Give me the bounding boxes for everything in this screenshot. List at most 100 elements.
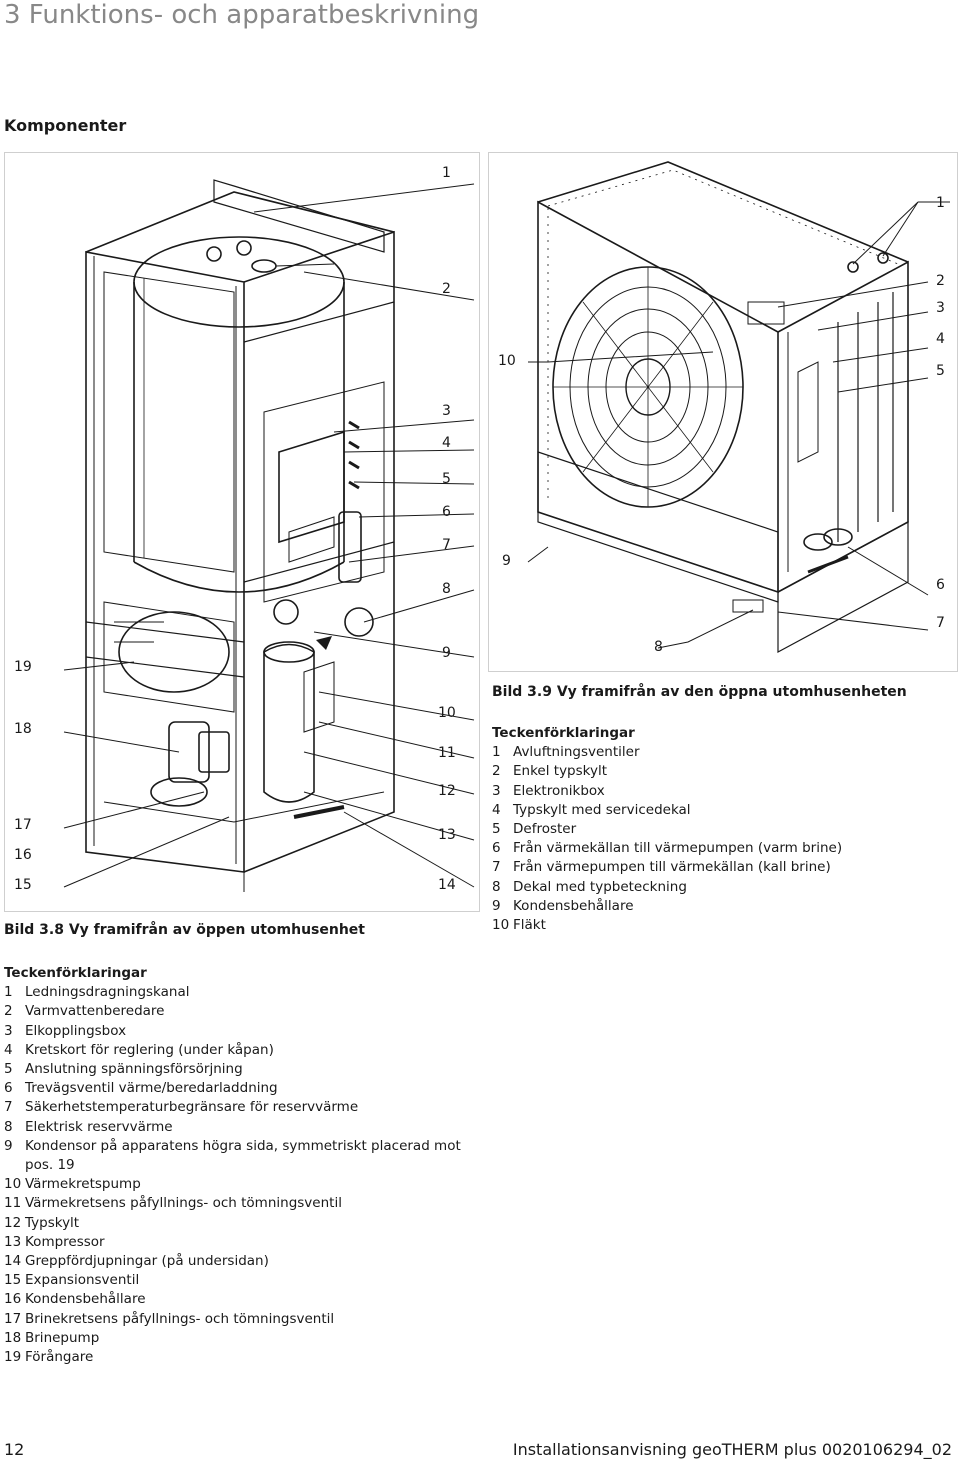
legend-number: 18 [4, 1329, 22, 1346]
legend-text: Trevägsventil värme/beredarladdning [25, 1080, 278, 1097]
callout-12: 12 [438, 783, 456, 799]
legend-text: Defroster [513, 821, 577, 838]
legend-text: Dekal med typbeteckning [513, 878, 687, 895]
legend-text: Kondensbehållare [513, 897, 634, 914]
legend-text: Förångare [25, 1349, 94, 1366]
legend-text: Enkel typskylt [513, 763, 608, 780]
legend-list: 1 Ledningsdragningskanal 2 Varmvattenbereda… [4, 983, 474, 1367]
figure-3-8-legend: Teckenförklaringar 1 Ledningsdragningskan… [4, 964, 474, 1367]
legend-number: 3 [492, 782, 501, 799]
legend-text: Elkopplingsbox [25, 1022, 127, 1039]
fig2-callout-5: 5 [936, 363, 945, 379]
callout-5: 5 [442, 471, 451, 487]
legend-item: 3 Elkopplingsbox [4, 1022, 474, 1041]
legend-number: 15 [4, 1272, 22, 1289]
callout-4: 4 [442, 435, 451, 451]
legend-text: Brinepump [25, 1329, 100, 1346]
legend-number: 7 [4, 1099, 13, 1116]
legend-text: Typskylt med servicedekal [513, 801, 691, 818]
callout-6: 6 [442, 504, 451, 520]
legend-item: 7 Säkerhetstemperaturbegränsare för reser… [4, 1098, 474, 1117]
legend-text: Anslutning spänningsförsörjning [25, 1061, 243, 1078]
legend-number: 7 [492, 859, 501, 876]
callout-2: 2 [442, 281, 451, 297]
callout-19: 19 [14, 659, 32, 675]
callout-18: 18 [14, 721, 32, 737]
figure-3-9-caption: Bild 3.9 Vy framifrån av den öppna utomh… [492, 684, 907, 700]
legend-number: 2 [4, 1003, 13, 1020]
legend-text: Kondensbehållare [25, 1291, 146, 1308]
legend-text: Elektronikbox [513, 782, 605, 799]
legend-number: 11 [4, 1195, 22, 1212]
legend-text: Kondensor på apparatens högra sida, symm… [25, 1137, 461, 1174]
legend-text: Kompressor [25, 1233, 105, 1250]
fig2-callout-8: 8 [654, 639, 663, 655]
legend-item: 4 Typskylt med servicedekal [492, 801, 952, 820]
page-heading: 3 Funktions- och apparatbeskrivning [4, 0, 480, 30]
figure-3-9: 1 2 3 4 5 6 7 8 9 10 [488, 152, 958, 672]
legend-text: Typskylt [25, 1214, 80, 1231]
figure-3-9-drawing [488, 152, 958, 672]
legend-number: 2 [492, 763, 501, 780]
legend-number: 5 [492, 821, 501, 838]
fig2-callout-3: 3 [936, 300, 945, 316]
legend-number: 6 [4, 1080, 13, 1097]
legend-item: 2 Enkel typskylt [492, 762, 952, 781]
callout-3: 3 [442, 403, 451, 419]
legend-number: 8 [492, 878, 501, 895]
legend-number: 4 [492, 801, 501, 818]
legend-number: 19 [4, 1349, 22, 1366]
legend-number: 10 [492, 917, 510, 934]
fig2-callout-10: 10 [498, 353, 516, 369]
legend-item: 4 Kretskort för reglering (under kåpan) [4, 1041, 474, 1060]
legend-text: Kretskort för reglering (under kåpan) [25, 1041, 274, 1058]
legend-number: 6 [492, 840, 501, 857]
legend-item: 2 Varmvattenberedare [4, 1002, 474, 1021]
fig2-callout-6: 6 [936, 577, 945, 593]
legend-text: Expansionsventil [25, 1272, 140, 1289]
fig2-callout-4: 4 [936, 331, 945, 347]
legend-item: 7 Från värmepumpen till värmekällan (kall… [492, 858, 952, 877]
callout-11: 11 [438, 745, 456, 761]
legend-text: Varmvattenberedare [25, 1003, 165, 1020]
callout-1: 1 [442, 165, 451, 181]
legend-number: 3 [4, 1022, 13, 1039]
figure-3-8-caption: Bild 3.8 Vy framifrån av öppen utomhusen… [4, 922, 365, 938]
legend-number: 9 [4, 1137, 13, 1154]
document-title: Installationsanvisning geoTHERM plus 002… [512, 1440, 952, 1459]
legend-number: 1 [4, 984, 13, 1001]
legend-number: 1 [492, 744, 501, 761]
legend-text: Värmekretsens påfyllnings- och tömningsv… [25, 1195, 342, 1212]
section-title: Komponenter [4, 116, 127, 135]
legend-text: Säkerhetstemperaturbegränsare för reserv… [25, 1099, 359, 1116]
callout-9: 9 [442, 645, 451, 661]
legend-text: Ledningsdragningskanal [25, 984, 190, 1001]
fig2-callout-2: 2 [936, 273, 945, 289]
legend-text: Elektrisk reservvärme [25, 1118, 173, 1135]
callout-10: 10 [438, 705, 456, 721]
callout-7: 7 [442, 537, 451, 553]
legend-text: Fläkt [513, 917, 546, 934]
callout-8: 8 [442, 581, 451, 597]
legend-number: 4 [4, 1041, 13, 1058]
legend-number: 10 [4, 1176, 22, 1193]
legend-text: Från värmepumpen till värmekällan (kall … [513, 859, 831, 876]
legend-item: 9 Kondensor på apparatens högra sida, sym… [4, 1137, 474, 1175]
page-number: 12 [4, 1440, 25, 1459]
callout-17: 17 [14, 817, 32, 833]
legend-title: Teckenförklaringar [4, 965, 147, 981]
legend-text: Från värmekällan till värmepumpen (varm … [513, 840, 843, 857]
legend-number: 9 [492, 897, 501, 914]
